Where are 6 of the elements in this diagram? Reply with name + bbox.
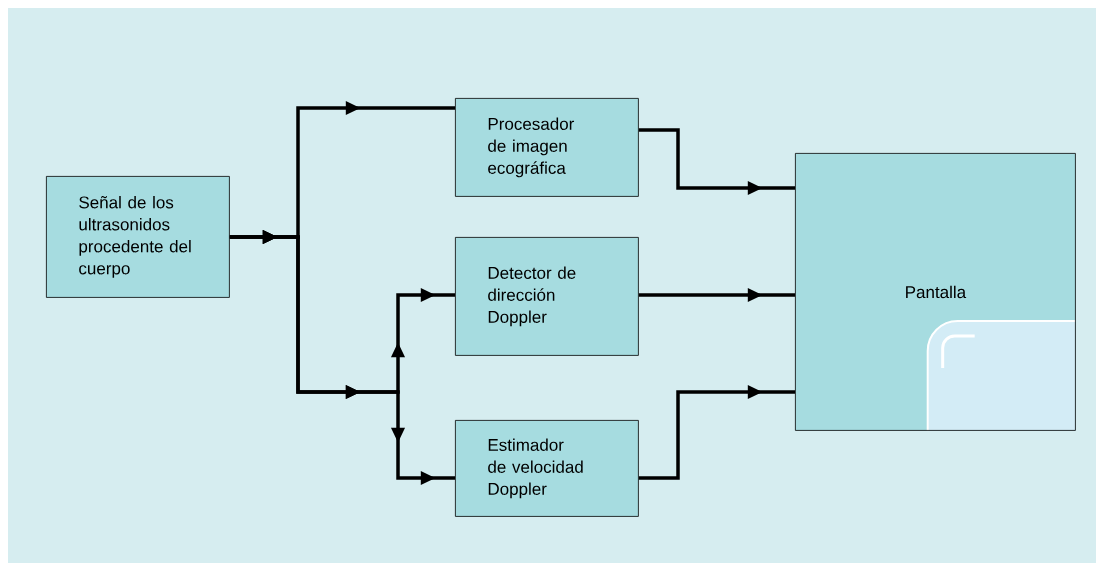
display-box: Pantalla [795, 153, 1076, 431]
process-box: Detector de dirección Doppler [455, 237, 639, 356]
arrow [638, 384, 795, 480]
process-box: Estimador de velocidad Doppler [455, 420, 639, 517]
process-box: Procesador de imagen ecográfica [455, 98, 639, 197]
process-box: Señal de los ultrasonidos procedente del cuerpo [46, 176, 230, 298]
